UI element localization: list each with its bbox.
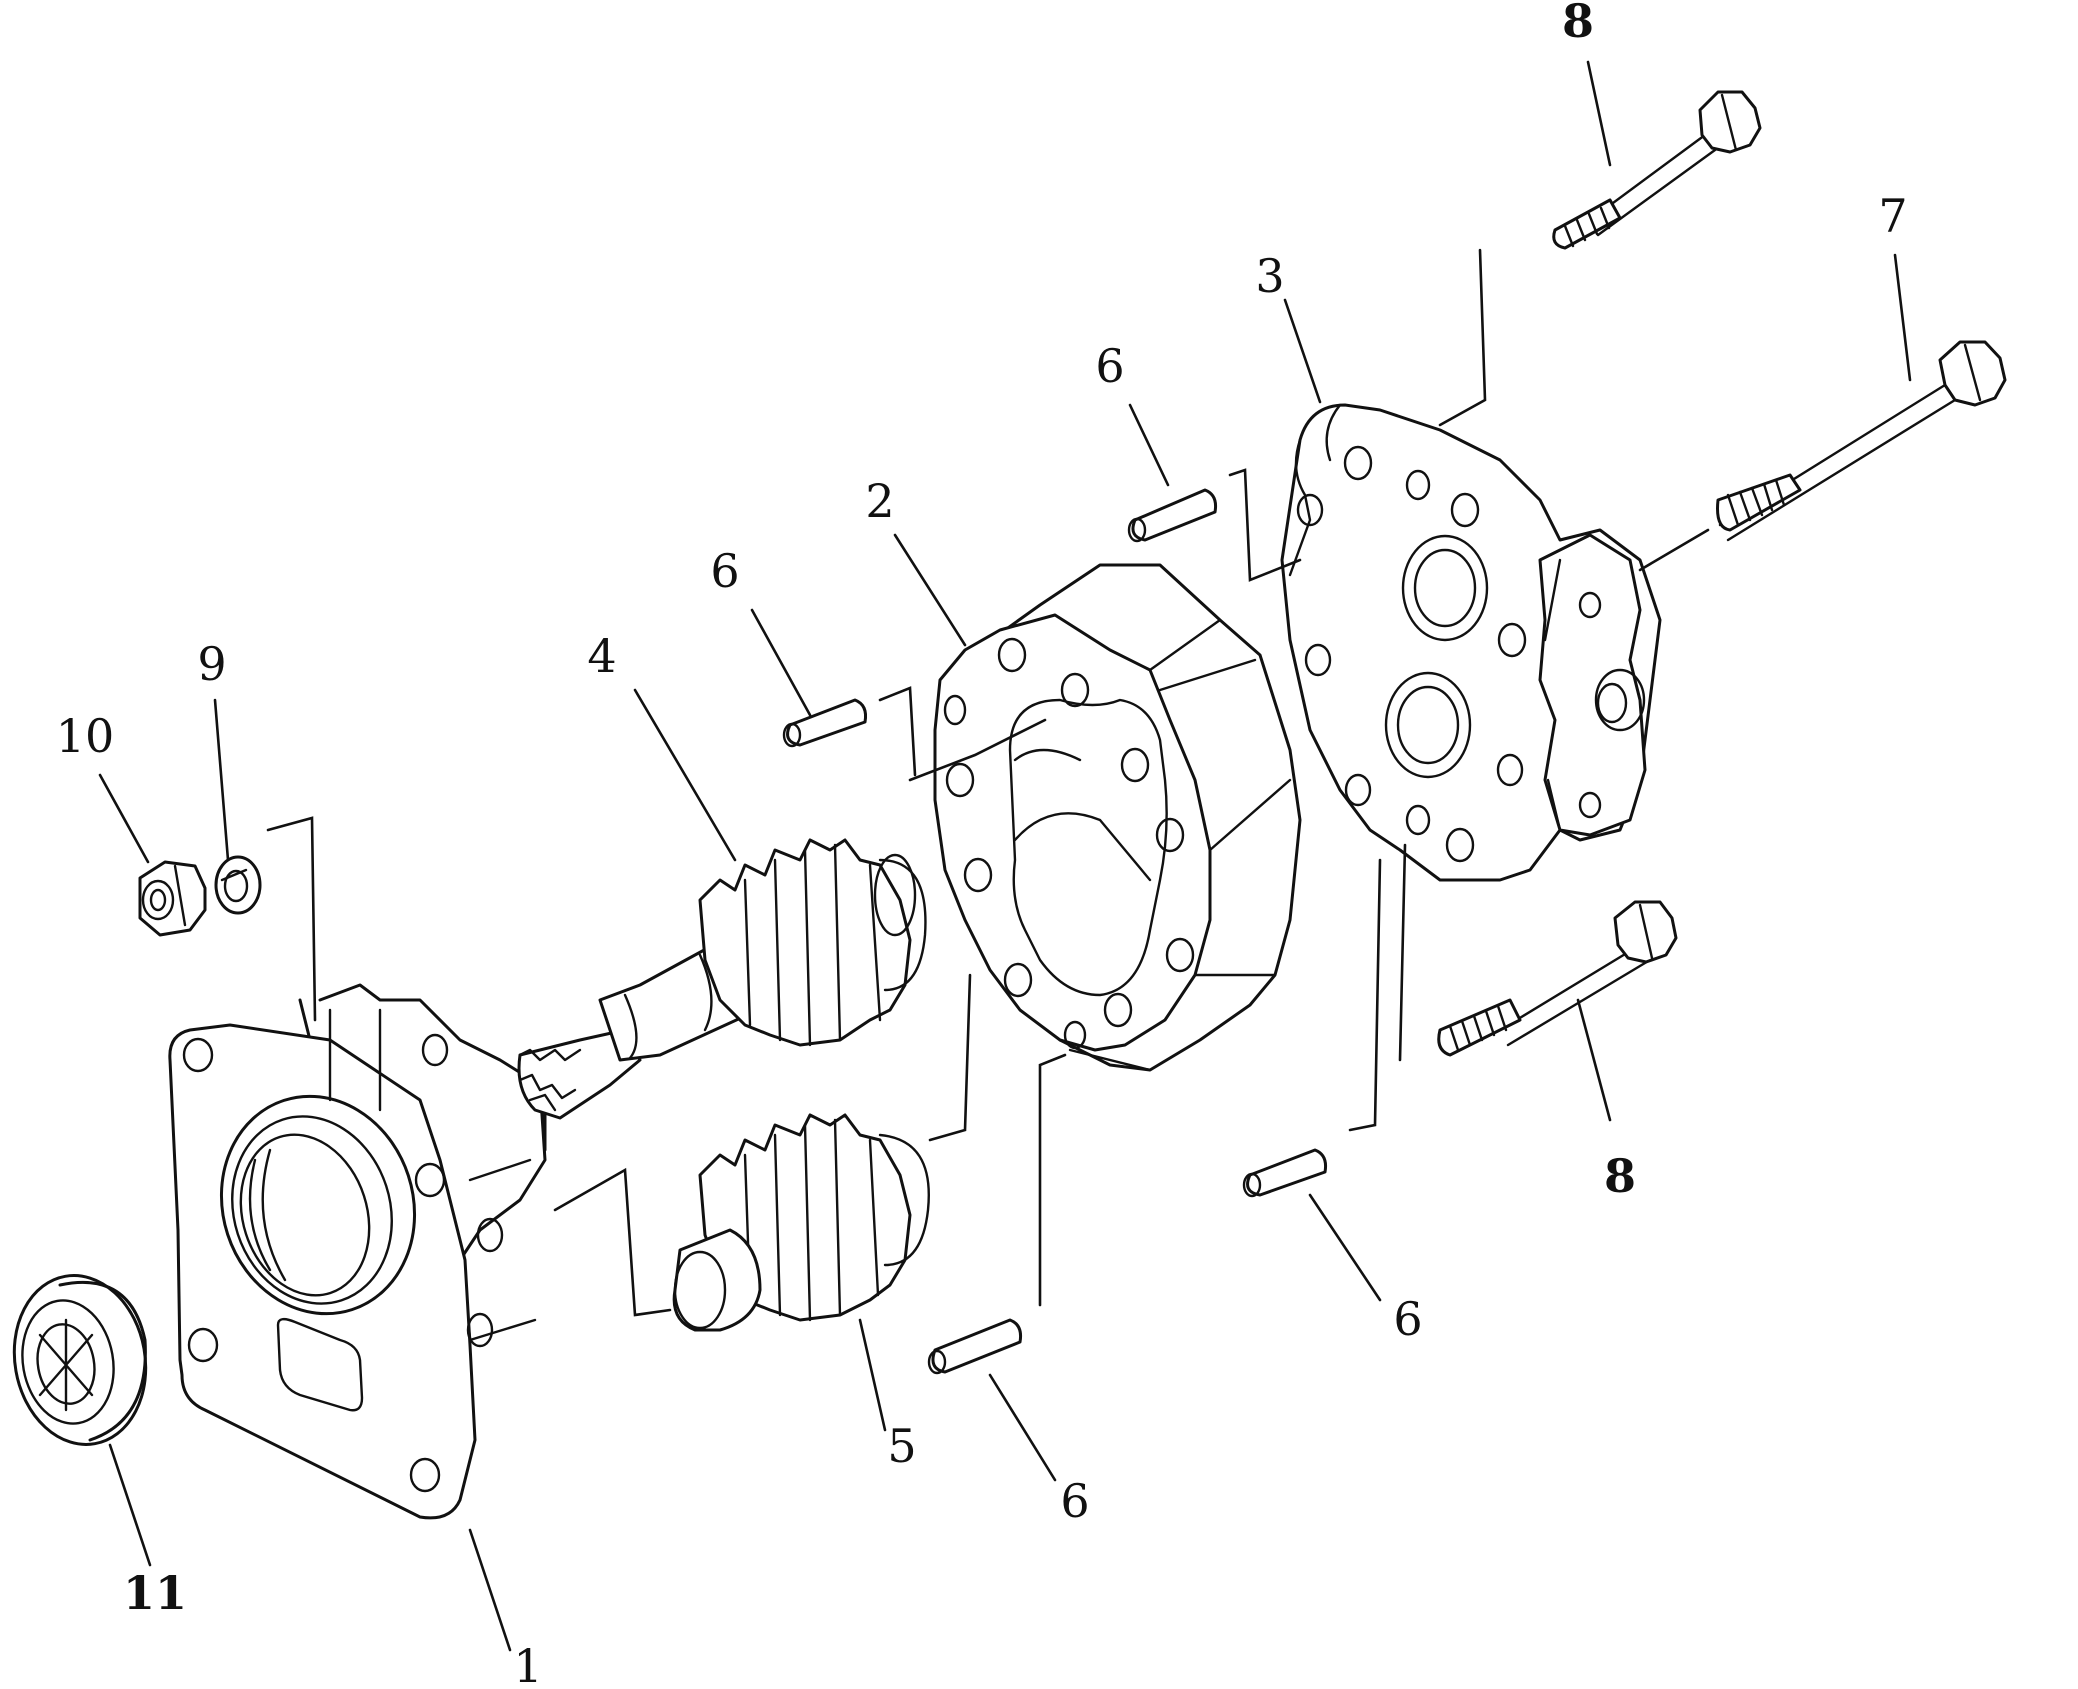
part-9-lock-washer <box>214 855 262 915</box>
part-7-long-bolt <box>1716 340 2007 542</box>
callout-2: 2 <box>865 474 894 528</box>
callout-5: 5 <box>887 1419 916 1473</box>
callout-1: 1 <box>513 1639 542 1689</box>
part-2-gear-body <box>933 563 1302 1072</box>
callout-6-top: 6 <box>1095 339 1124 393</box>
callout-11: 11 <box>123 1566 187 1620</box>
callout-labels: 1 2 3 4 5 6 6 6 6 7 8 8 9 10 11 <box>56 0 1908 1689</box>
callout-6-left: 6 <box>710 544 739 598</box>
assembly-centerlines <box>266 248 1710 1317</box>
callout-9: 9 <box>197 637 226 691</box>
part-6-dowel-pins <box>782 488 1327 1375</box>
part-1-flange-housing <box>168 983 547 1520</box>
part-11-oil-seal <box>12 1274 148 1446</box>
part-10-nut <box>138 860 207 937</box>
callout-10: 10 <box>56 709 115 763</box>
part-3-rear-cover <box>1280 403 1662 882</box>
part-5-driven-gear <box>672 1113 930 1332</box>
part-4-drive-gear <box>517 838 927 1120</box>
leader-lines <box>98 60 1912 1652</box>
callout-8-lower: 8 <box>1604 1149 1636 1203</box>
callout-8-upper: 8 <box>1562 0 1594 48</box>
part-8-lower-bolt <box>1437 900 1678 1057</box>
part-8-upper-bolt <box>1552 90 1762 250</box>
callout-6-right: 6 <box>1393 1292 1422 1346</box>
callout-6-bottom: 6 <box>1060 1474 1089 1528</box>
callout-4: 4 <box>587 629 616 683</box>
callout-7: 7 <box>1878 189 1907 243</box>
callout-3: 3 <box>1255 249 1284 303</box>
